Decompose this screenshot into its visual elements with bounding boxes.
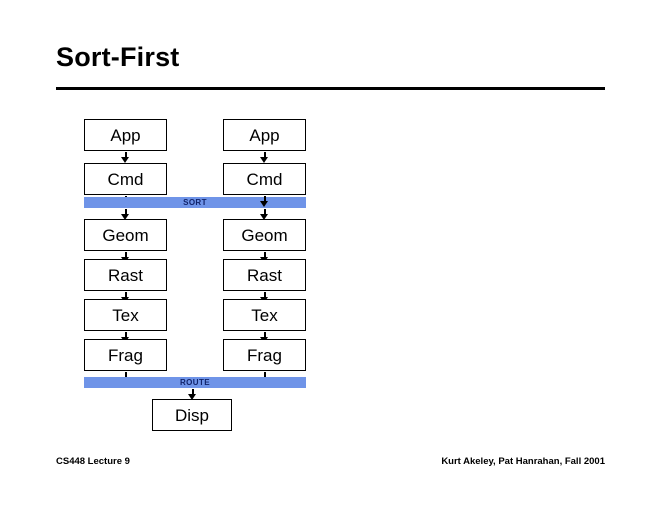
arrow-down-icon xyxy=(260,209,269,220)
stage-bar-route-label: ROUTE xyxy=(180,377,210,387)
stage-bar-sort-label: SORT xyxy=(183,197,207,207)
node-geom-right: Geom xyxy=(223,219,306,251)
node-tex-left: Tex xyxy=(84,299,167,331)
footer-authors-label: Kurt Akeley, Pat Hanrahan, Fall 2001 xyxy=(441,456,605,467)
stage-bar-sort: SORT xyxy=(84,197,306,208)
node-cmd-right: Cmd xyxy=(223,163,306,195)
node-app-left: App xyxy=(84,119,167,151)
arrow-down-icon xyxy=(260,152,269,163)
node-frag-left: Frag xyxy=(84,339,167,371)
arrow-down-icon xyxy=(260,196,269,207)
footer-course-label: CS448 Lecture 9 xyxy=(56,456,130,467)
arrow-down-icon xyxy=(121,152,130,163)
arrow-down-icon xyxy=(188,389,197,400)
node-geom-left: Geom xyxy=(84,219,167,251)
title-divider xyxy=(56,87,605,90)
node-tex-right: Tex xyxy=(223,299,306,331)
node-cmd-left: Cmd xyxy=(84,163,167,195)
node-disp: Disp xyxy=(152,399,232,431)
node-app-right: App xyxy=(223,119,306,151)
page-title: Sort-First xyxy=(56,42,180,72)
arrow-down-icon xyxy=(121,209,130,220)
node-rast-right: Rast xyxy=(223,259,306,291)
node-rast-left: Rast xyxy=(84,259,167,291)
node-frag-right: Frag xyxy=(223,339,306,371)
stage-bar-route: ROUTE xyxy=(84,377,306,388)
